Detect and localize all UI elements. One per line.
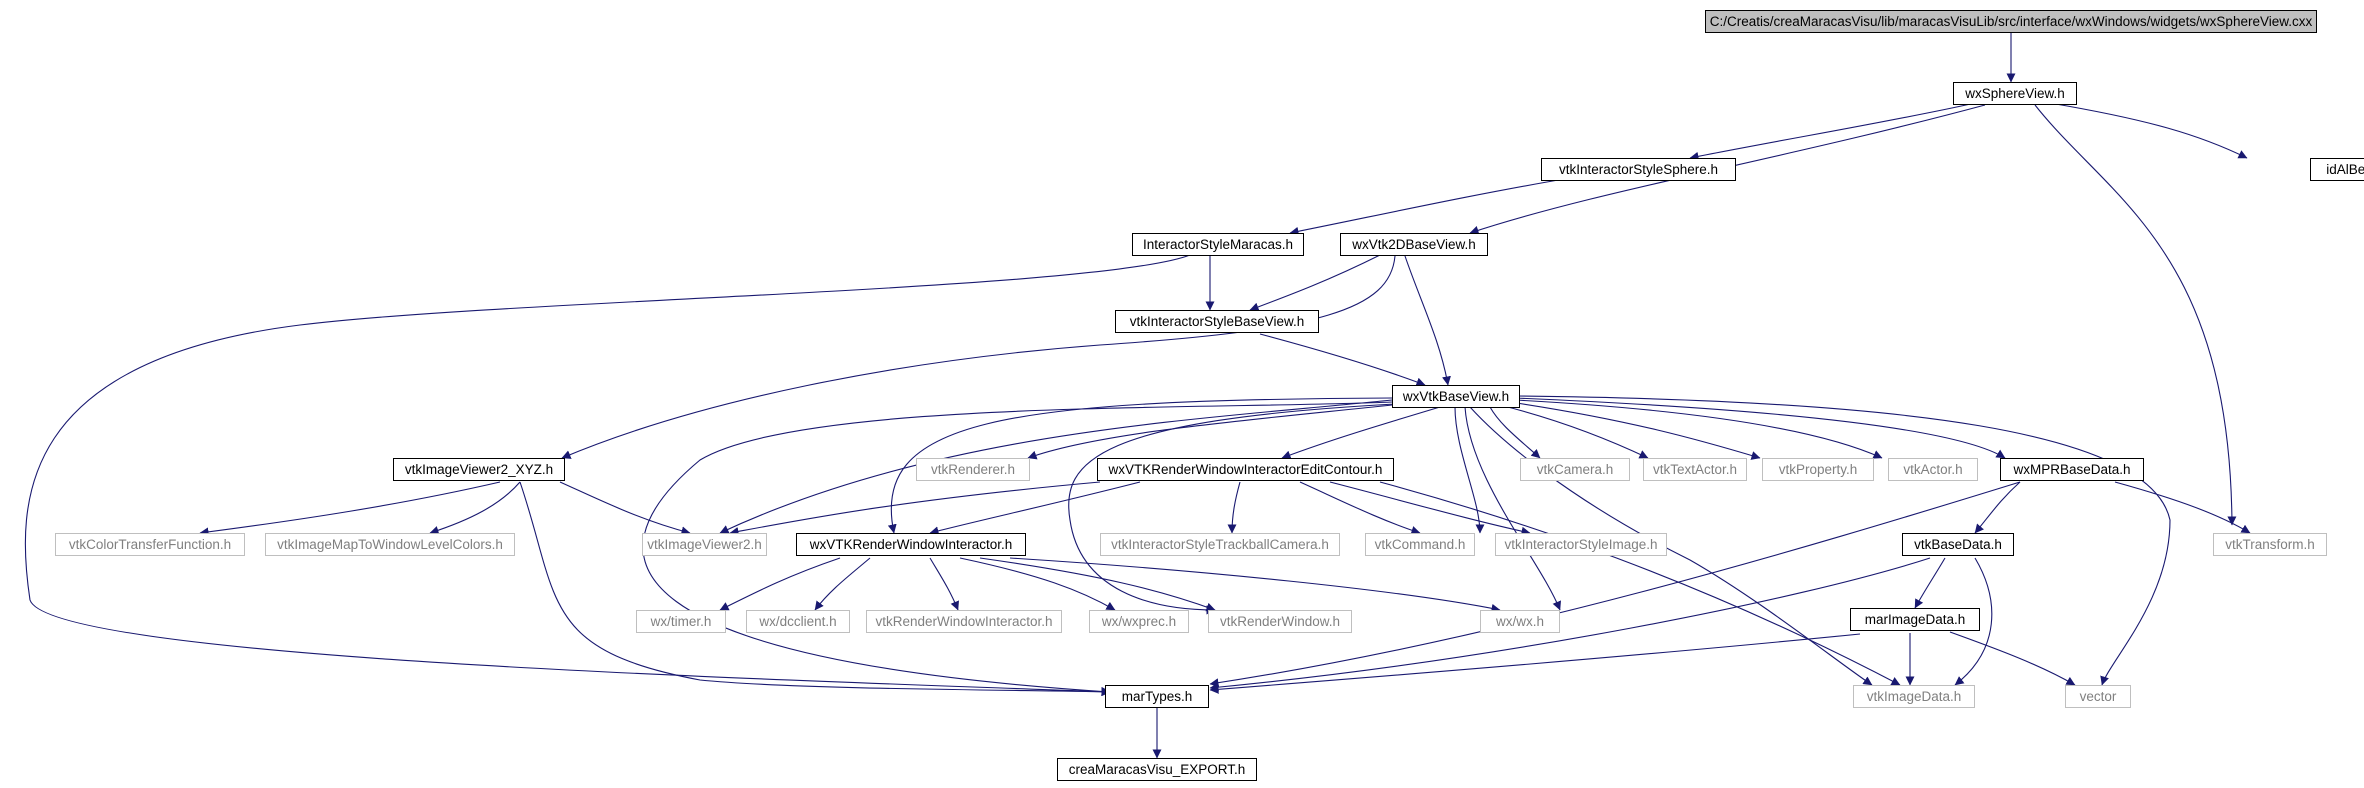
edge [1914,557,1946,609]
edge [1259,333,1426,387]
node-wx-dcclient: wx/dcclient.h [746,610,850,633]
edge [1329,481,1531,536]
node-vtkcamera: vtkCamera.h [1520,458,1630,481]
edge [1489,406,1541,459]
edge [1209,557,1931,692]
node-wxmprbasedata[interactable]: wxMPRBaseData.h [2000,458,2144,481]
node-vtkbasedata[interactable]: vtkBaseData.h [1902,533,2014,556]
node-vtkimagemaptowindowlevelcolors: vtkImageMapToWindowLevelColors.h [265,533,515,556]
edge [929,557,960,611]
node-wx-wxprec: wx/wxprec.h [1089,610,1189,633]
edge [1209,633,1861,694]
edge [2049,102,2248,159]
node-vtkinteractorstyletrackballcamera: vtkInteractorStyleTrackballCamera.h [1100,533,1340,556]
edge [1514,397,2006,459]
edge [1289,177,1571,236]
node-wxsphereview[interactable]: wxSphereView.h [1953,82,2077,105]
node-vector: vector [2065,685,2131,708]
edge [959,557,1116,611]
node-wxvtk2dbaseview[interactable]: wxVtk2DBaseView.h [1340,233,1488,256]
edge [1954,557,1993,686]
node-interactorstylemaracas[interactable]: InteractorStyleMaracas.h [1132,233,1304,256]
edge [24,254,1191,697]
dependency-edges [24,33,2251,759]
node-vtktransform: vtkTransform.h [2213,533,2327,556]
edge [1514,399,1883,459]
edge [199,481,501,537]
edge [1068,403,1396,615]
node-vtkcommand: vtkCommand.h [1365,533,1475,556]
node-vtkcolortransferfunction: vtkColorTransferFunction.h [55,533,245,556]
node-vtkinteractorstylebaseview[interactable]: vtkInteractorStyleBaseView.h [1115,310,1319,333]
edge [729,481,1101,536]
node-vtkproperty: vtkProperty.h [1762,458,1874,481]
node-wx-timer: wx/timer.h [636,610,726,633]
node-vtkimageviewer2-xyz[interactable]: vtkImageViewer2_XYZ.h [393,458,565,481]
edge [2114,481,2251,534]
edge [1404,255,1451,386]
node-wx-wx: wx/wx.h [1480,610,1560,633]
edge [814,557,871,611]
edge [1009,557,1501,613]
edge [1249,254,1381,312]
edge [929,481,1141,536]
root-file-node[interactable]: C:/Creatis/creaMaracasVisu/lib/maracasVi… [1705,10,2317,33]
edge [561,255,1396,459]
edge [642,401,1393,696]
node-vtkrenderwindowinteractor: vtkRenderWindowInteractor.h [866,610,1062,633]
node-vtkimageviewer2: vtkImageViewer2.h [642,533,767,556]
node-martypes[interactable]: marTypes.h [1105,685,1209,708]
node-wxvtkrenderwindowinteractor[interactable]: wxVTKRenderWindowInteractor.h [796,533,1026,556]
edge [1974,481,2021,534]
edge [429,481,521,535]
node-vtkrenderer: vtkRenderer.h [916,458,1030,481]
edge [1209,481,2021,688]
node-marimagedata[interactable]: marImageData.h [1850,608,1980,631]
edge [719,557,841,611]
edge [1027,404,1393,460]
edge [719,399,1393,534]
edge [1469,406,1873,686]
node-creamaracasvisu-export[interactable]: creaMaracasVisu_EXPORT.h [1057,758,1257,781]
node-vtkinteractorstylesphere[interactable]: vtkInteractorStyleSphere.h [1541,158,1736,181]
edge [2034,104,2237,526]
node-vtkrenderwindow: vtkRenderWindow.h [1208,610,1352,633]
edge [559,481,691,536]
edge [1227,481,1241,534]
edge [887,397,1393,534]
edge [1689,102,1976,161]
node-vtkactor: vtkActor.h [1888,458,1978,481]
edge [1949,631,2076,686]
node-vtktextactor: vtkTextActor.h [1643,458,1747,481]
node-wxvtkbaseview[interactable]: wxVtkBaseView.h [1392,385,1520,408]
edge [1509,401,1761,460]
edge [979,557,1216,612]
edge [1299,481,1421,535]
node-idalbera[interactable]: idAlBeRa.h [2310,158,2364,181]
edge [519,481,1111,697]
edge [1499,404,1649,459]
node-vtkimagedata: vtkImageData.h [1853,685,1975,708]
edge [1281,406,1441,460]
edge [1379,481,1901,686]
node-vtkinteractorstyleimage: vtkInteractorStyleImage.h [1495,533,1667,556]
edge [1464,406,1561,611]
node-wxvtkrenderwindowinteractoreditcontour[interactable]: wxVTKRenderWindowInteractorEditContour.h [1097,458,1394,481]
